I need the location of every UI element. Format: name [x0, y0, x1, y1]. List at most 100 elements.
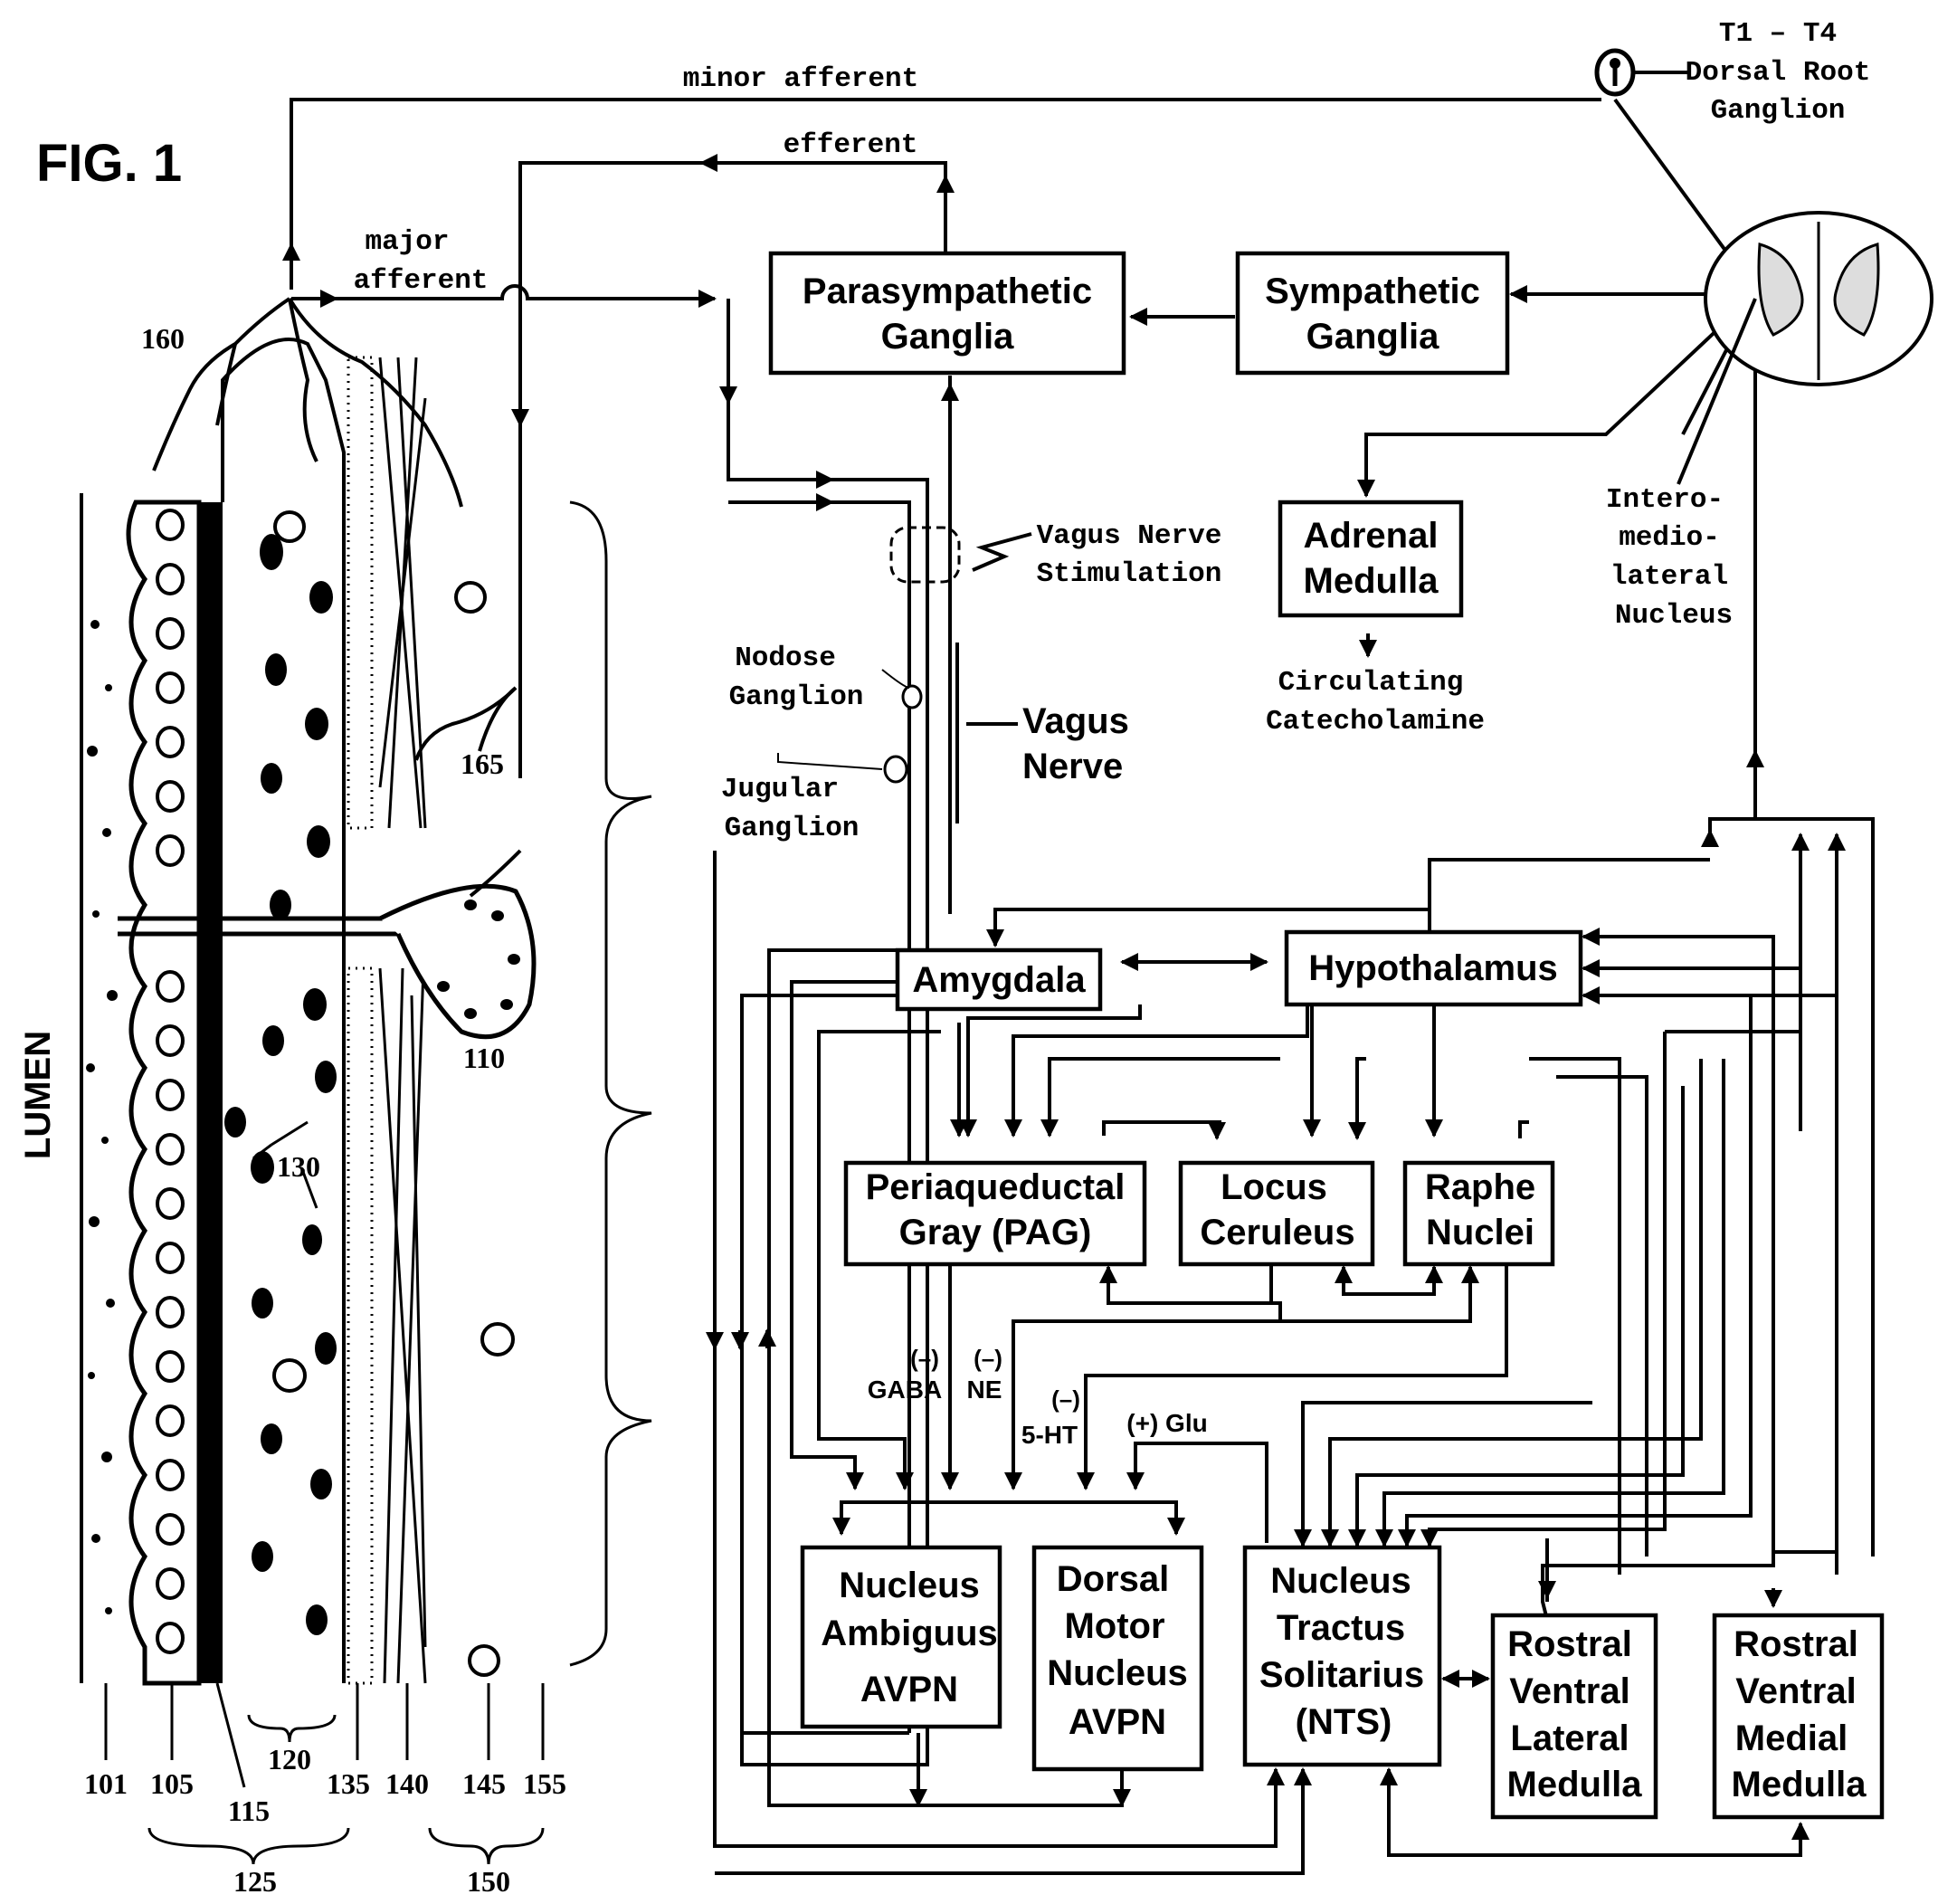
adrenal-medulla-box: Adrenal Medulla [1280, 502, 1461, 615]
ref-115: 115 [228, 1795, 270, 1827]
dmn-line4: AVPN [1069, 1702, 1166, 1742]
ref-125: 125 [233, 1865, 277, 1898]
amygdala-label: Amygdala [912, 960, 1086, 1000]
drg-line1: T1 – T4 [1719, 18, 1837, 50]
vns-line1: Vagus Nerve [1037, 520, 1222, 552]
pag-box: Periaqueductal Gray (PAG) [846, 1163, 1145, 1264]
amygdala-box: Amygdala [898, 950, 1100, 1009]
pag-line1: Periaqueductal [866, 1167, 1126, 1207]
hypothalamus-box: Hypothalamus [1287, 932, 1581, 1004]
ref-145: 145 [462, 1767, 506, 1800]
locus-line2: Ceruleus [1200, 1213, 1354, 1252]
ref-160: 160 [141, 322, 185, 355]
afferent-label: afferent [354, 265, 489, 297]
tissue-brace [570, 502, 651, 1665]
jugular-line1: Jugular [721, 774, 839, 805]
ht-label: 5-HT [1021, 1421, 1078, 1449]
adrenal-line1: Adrenal [1304, 516, 1439, 556]
circulating-line1: Circulating [1278, 667, 1464, 699]
rvmm-line4: Medulla [1732, 1765, 1867, 1804]
submucosa-layer [380, 357, 425, 1683]
na-line3: AVPN [860, 1670, 958, 1709]
drg-line2: Dorsal Root [1686, 57, 1871, 89]
vagus-line1: Vagus [1022, 701, 1129, 741]
sympathetic-line2: Ganglia [1306, 317, 1439, 357]
ref-155: 155 [523, 1767, 566, 1800]
epithelium-layer [128, 502, 199, 1683]
nts-line4: (NTS) [1296, 1702, 1392, 1742]
jugular-line2: Ganglion [725, 813, 860, 844]
rvmm-line1: Rostral [1734, 1624, 1858, 1664]
ref-120: 120 [268, 1743, 311, 1775]
efferent-label: efferent [784, 129, 918, 161]
iml-line2: medio- [1619, 522, 1720, 554]
sympathetic-line1: Sympathetic [1265, 271, 1480, 311]
nts-box: Nucleus Tractus Solitarius (NTS) [1245, 1547, 1439, 1765]
rvlm-line4: Medulla [1507, 1765, 1643, 1804]
na-line2: Ambiguus [821, 1614, 998, 1653]
rvlm-line1: Rostral [1507, 1624, 1632, 1664]
stimulation-zigzag [973, 534, 1031, 570]
ref-110: 110 [463, 1042, 505, 1074]
rvmm-line3: Medial [1735, 1718, 1848, 1758]
rvmm-line2: Ventral [1735, 1671, 1856, 1711]
jugular-ganglion-shape [885, 757, 907, 782]
dorsal-motor-nucleus-box: Dorsal Motor Nucleus AVPN [1034, 1547, 1202, 1769]
raphe-nuclei-box: Raphe Nuclei [1405, 1163, 1553, 1264]
ne-label: NE [967, 1376, 1002, 1404]
locus-ceruleus-box: Locus Ceruleus [1181, 1163, 1373, 1264]
lumen-dots [86, 620, 118, 1614]
locus-line1: Locus [1221, 1167, 1327, 1207]
vns-line2: Stimulation [1037, 558, 1222, 590]
glu-label: (+) Glu [1126, 1409, 1207, 1437]
iml-line4: Nucleus [1615, 600, 1733, 632]
nodose-line1: Nodose [735, 643, 836, 674]
dmn-line3: Nucleus [1047, 1653, 1188, 1693]
raphe-line2: Nuclei [1426, 1213, 1534, 1252]
circulating-line2: Catecholamine [1266, 706, 1485, 738]
ref-140: 140 [385, 1767, 429, 1800]
nts-line1: Nucleus [1270, 1561, 1411, 1601]
nts-line2: Tractus [1277, 1608, 1405, 1648]
major-afferent-wire [291, 286, 697, 299]
dmn-line1: Dorsal [1057, 1559, 1170, 1599]
ht-sign: (–) [1051, 1385, 1080, 1413]
raphe-line1: Raphe [1425, 1167, 1535, 1207]
drg-line3: Ganglion [1711, 95, 1846, 127]
muscularis-mucosae [348, 357, 372, 828]
iml-line1: Intero- [1606, 484, 1724, 516]
ref-165: 165 [461, 747, 504, 780]
tissue-section [81, 299, 651, 1864]
ref-101: 101 [84, 1767, 128, 1800]
iml-line3: lateral [1610, 561, 1728, 593]
major-label: major [365, 226, 449, 258]
vagus-line2: Nerve [1022, 747, 1123, 786]
dmn-line2: Motor [1064, 1606, 1164, 1646]
nucleus-ambiguus-box: Nucleus Ambiguus AVPN [803, 1547, 1000, 1727]
rvlm-line2: Ventral [1509, 1671, 1629, 1711]
nodose-line2: Ganglion [729, 681, 864, 713]
gaba-label: GABA [868, 1376, 942, 1404]
adrenal-line2: Medulla [1304, 561, 1439, 601]
nodose-ganglion-shape [903, 686, 921, 708]
ref-130: 130 [277, 1150, 320, 1183]
basement-membrane [201, 502, 223, 1683]
parasympathetic-ganglia-box: Parasympathetic Ganglia [771, 253, 1124, 373]
figure-label: FIG. 1 [36, 134, 182, 193]
rvmm-box: Rostral Ventral Medial Medulla [1715, 1615, 1882, 1817]
ne-sign: (–) [974, 1345, 1002, 1372]
rvlm-box: Rostral Ventral Lateral Medulla [1493, 1615, 1656, 1817]
parasympathetic-line1: Parasympathetic [803, 271, 1092, 311]
nts-line3: Solitarius [1259, 1655, 1424, 1695]
immune-cells [224, 534, 337, 1635]
sympathetic-ganglia-box: Sympathetic Ganglia [1238, 253, 1507, 373]
pag-line2: Gray (PAG) [899, 1213, 1092, 1252]
hypothalamus-label: Hypothalamus [1308, 948, 1558, 988]
lumen-label: LUMEN [18, 1031, 58, 1159]
ref-150: 150 [467, 1865, 510, 1898]
vessel-rings [274, 512, 513, 1675]
parasympathetic-line2: Ganglia [881, 317, 1014, 357]
ref-135: 135 [327, 1767, 370, 1800]
